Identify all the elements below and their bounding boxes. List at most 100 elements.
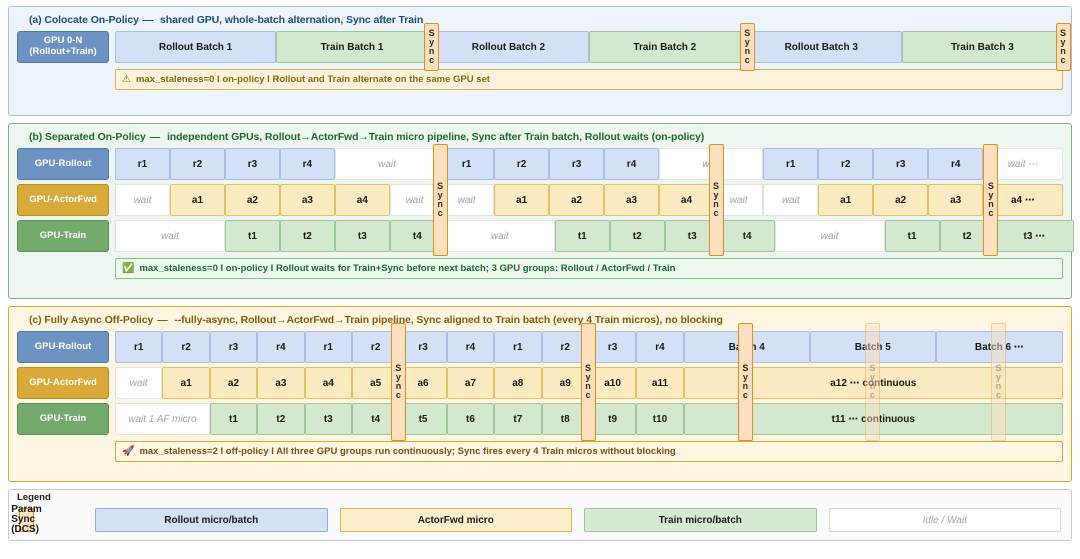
timeline-cell-rollout: r3 — [399, 331, 447, 363]
timeline-cell-actor: a4 — [334, 184, 390, 216]
timeline-cell-wait: wait — [774, 220, 885, 252]
row-label-rollout: GPU-Rollout — [17, 331, 109, 363]
timeline-cell-train: t3 — [334, 220, 390, 252]
timeline-cell-actor: a3 — [279, 184, 335, 216]
timeline-cell-rollout: r3 — [588, 331, 637, 363]
timeline-cell-actor: a1 — [494, 184, 550, 216]
timeline-cell-wait: wait — [389, 184, 440, 216]
timeline-cell-train: t1 — [884, 220, 940, 252]
timeline-cell-wait: wait 1 AF micro — [115, 403, 210, 435]
timeline-cell-actor: a11 — [636, 367, 684, 399]
timeline-cell-train: t1 — [554, 220, 610, 252]
legend-item-sync: Param Sync (DCS) — [11, 503, 42, 536]
timeline-cell-train: t3 ⋯ — [994, 220, 1075, 252]
panel-title: (a) Colocate On-Policy— shared GPU, whol… — [29, 14, 1063, 26]
timeline-cell-rollout: r1 — [115, 148, 170, 180]
timeline-rows: GPU-Rolloutr1r2r3r4waitr1r2r3r4waitr1r2r… — [17, 144, 1075, 256]
timeline-cell-rollout: Batch 5 — [809, 331, 936, 363]
panel-fully-async-off-policy: (c) Fully Async Off-Policy— --fully-asyn… — [8, 306, 1072, 482]
timeline-track: r1r2r3r4waitr1r2r3r4waitr1r2r3r4wait ⋯ — [115, 148, 1063, 180]
timeline-cell-train: t7 — [494, 403, 542, 435]
note-text: max_staleness=0 I on-policy I Rollout an… — [135, 74, 490, 85]
timeline-cell-actor: a2 — [224, 184, 280, 216]
timeline-cell-rollout: r4 — [257, 331, 305, 363]
note-status-icon: ✅ — [122, 263, 135, 274]
panel-subtitle: independent GPUs, Rollout→ActorFwd→Train… — [164, 131, 705, 143]
timeline-cell-wait: wait — [444, 220, 555, 252]
timeline-cell-train: t2 — [609, 220, 665, 252]
timeline-cell-rollout: Rollout Batch 1 — [115, 31, 277, 63]
panel-title-dash: — — [142, 14, 154, 26]
note-text: max_staleness=2 I off-policy I All three… — [139, 446, 676, 457]
timeline-cell-actor: a3 — [604, 184, 659, 216]
timeline-cell-train: t2 — [279, 220, 335, 252]
timeline-cell-train: t2 — [257, 403, 305, 435]
panel-title: (b) Separated On-Policy— independent GPU… — [29, 131, 1063, 143]
note-status-icon: 🚀 — [122, 446, 135, 457]
timeline-row: GPU-Rolloutr1r2r3r4waitr1r2r3r4waitr1r2r… — [17, 148, 1063, 180]
timeline-cell-rollout: r3 — [873, 148, 929, 180]
legend-item-train: Train micro/batch — [584, 508, 817, 532]
timeline-cell-rollout: r4 — [279, 148, 335, 180]
panel-subtitle: --fully-async, Rollout→ActorFwd→Train pi… — [171, 314, 723, 326]
note-text: max_staleness=0 I on-policy I Rollout wa… — [139, 263, 676, 274]
timeline-cell-rollout: r2 — [169, 148, 225, 180]
timeline-cell-actor: a2 — [209, 367, 258, 399]
timeline-cell-wait: wait — [115, 367, 163, 399]
timeline-cell-wait: wait — [763, 184, 819, 216]
row-label-actorfwd: GPU-ActorFwd — [17, 184, 109, 216]
timeline-cell-rollout: r2 — [818, 148, 874, 180]
timeline-rows: GPU-Rolloutr1r2r3r4r1r2r3r4r1r2r3r4Batch… — [17, 323, 1063, 441]
panel-title-text: (a) Colocate On-Policy — [29, 14, 139, 26]
legend-item-actor: ActorFwd micro — [339, 508, 572, 532]
timeline-cell-rollout: r2 — [494, 148, 550, 180]
timeline-cell-rollout: Rollout Batch 3 — [740, 31, 902, 63]
timeline-cell-actor: a3 — [257, 367, 305, 399]
timeline-cell-train: Train Batch 2 — [588, 31, 741, 63]
timeline-cell-train: t10 — [636, 403, 684, 435]
timeline-cell-rollout: r4 — [928, 148, 984, 180]
legend-item-idle: Idle / Wait — [828, 508, 1061, 532]
timeline-cell-train: t3 — [304, 403, 352, 435]
timeline-cell-actor: a4 — [304, 367, 352, 399]
timeline-cell-train: t5 — [399, 403, 447, 435]
timeline-cell-train: t4 — [719, 220, 775, 252]
timeline-cell-rollout: r1 — [494, 331, 542, 363]
timeline-cell-train: t6 — [446, 403, 495, 435]
timeline-cell-rollout: r1 — [439, 148, 495, 180]
panel-list: (a) Colocate On-Policy— shared GPU, whol… — [8, 6, 1075, 482]
panel-title-text: (c) Fully Async Off-Policy — [29, 314, 154, 326]
timeline-row: GPU-Rolloutr1r2r3r4r1r2r3r4r1r2r3r4Batch… — [17, 331, 1063, 363]
timeline-cell-actor: a1 — [169, 184, 225, 216]
timeline-cell-actor: a1 — [162, 367, 210, 399]
timeline-cell-rollout: r1 — [115, 331, 163, 363]
timeline-cell-train: t1 — [209, 403, 258, 435]
panel-note: ✅ max_staleness=0 I on-policy I Rollout w… — [115, 258, 1063, 279]
timeline-cell-rollout: r4 — [636, 331, 684, 363]
row-label-train: GPU-Train — [17, 220, 109, 252]
timeline-cell-rollout: r3 — [224, 148, 280, 180]
timeline-cell-rollout: Rollout Batch 2 — [427, 31, 589, 63]
timeline-cell-train: t9 — [588, 403, 637, 435]
timeline-cell-wait: wait — [115, 220, 225, 252]
panel-title: (c) Fully Async Off-Policy— --fully-asyn… — [29, 314, 1063, 326]
row-label-actorfwd: GPU-ActorFwd — [17, 367, 109, 399]
timeline-cell-rollout: r3 — [549, 148, 605, 180]
